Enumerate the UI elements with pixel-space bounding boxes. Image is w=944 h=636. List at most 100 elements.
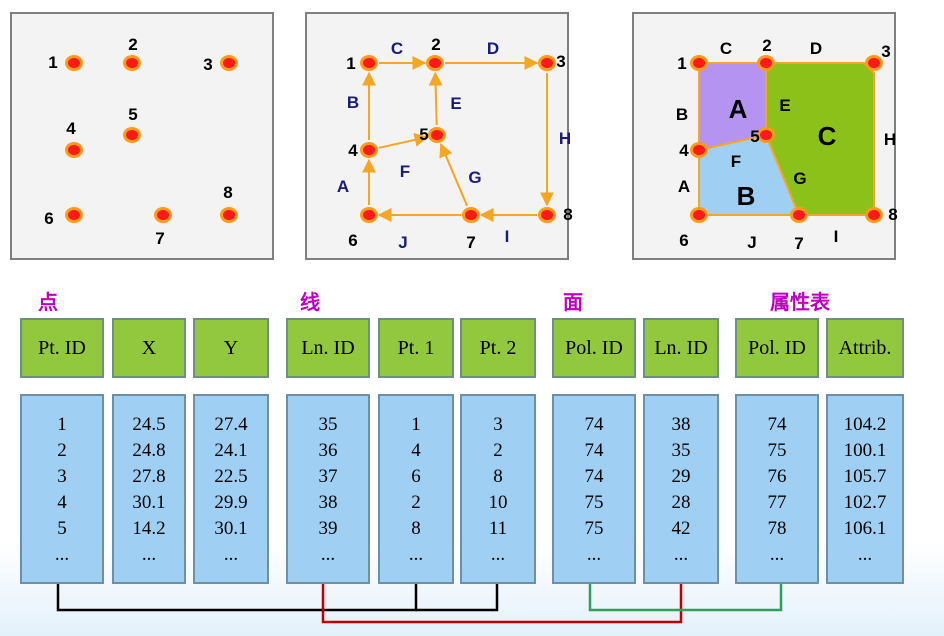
section-title-point: 点 [38,290,58,314]
line-label-F: F [731,152,741,171]
point-2 [757,55,775,71]
header-pol-id-2: Pol. ID [735,318,819,378]
cell: 14.2 [132,518,166,539]
cell: 30.1 [132,492,166,513]
point-5 [123,127,141,143]
cell: 106.1 [843,518,887,539]
point-label-7: 7 [155,229,164,248]
cell: 76 [767,466,787,487]
line-label-D: D [810,39,822,58]
point-label-4: 4 [348,141,358,160]
cell: 30.1 [214,518,248,539]
column-pt-2: 3 2 8 10 11 ... [460,394,536,584]
cell: ... [54,544,70,565]
point-label-7: 7 [794,234,803,253]
point-8 [220,207,238,223]
cell: 8 [493,466,503,487]
section-title-face: 面 [563,290,583,314]
cell: 3 [57,466,67,487]
line-label-A: A [678,177,690,196]
point-label-1: 1 [48,53,57,72]
cell: 39 [318,518,338,539]
cell: 11 [488,518,508,539]
line-label-E: E [779,96,790,115]
polygon-label-B: B [737,181,756,211]
header-pt-2: Pt. 2 [460,318,536,378]
line-label-J: J [747,233,756,252]
cell: 102.7 [843,492,887,513]
line-label-B: B [347,93,359,112]
column-attrib: 104.2 100.1 105.7 102.7 106.1 ... [826,394,904,584]
cell: 27.4 [214,414,248,435]
column-pol-id: 74 74 74 75 75 ... [552,394,636,584]
line-label-F: F [400,162,410,181]
header-ln-id: Ln. ID [286,318,370,378]
point-label-5: 5 [419,125,428,144]
point-label-5: 5 [750,127,759,146]
line-E [428,71,443,126]
line-label-E: E [450,94,461,113]
point-label-2: 2 [128,35,137,54]
cell: 24.8 [132,440,166,461]
line-label-D: D [487,39,499,58]
header-pol-id: Pol. ID [552,318,636,378]
point-3 [220,55,238,71]
line-label-J: J [398,233,407,252]
point-4 [360,142,378,158]
point-3 [538,55,556,71]
point-label-6: 6 [44,209,53,228]
point-1 [690,55,708,71]
cell: ... [408,544,424,565]
cell: 38 [671,414,691,435]
cell: ... [320,544,336,565]
cell: ... [857,544,873,565]
cell: 1 [411,414,421,435]
cell: 24.5 [132,414,166,435]
cell: 104.2 [843,414,887,435]
point-label-8: 8 [223,183,232,202]
header-pt-id: Pt. ID [20,318,104,378]
header-y: Y [193,318,269,378]
point-5 [757,127,775,143]
cell: 105.7 [843,466,887,487]
point-label-3: 3 [203,55,212,74]
cell: 27.8 [132,466,166,487]
cell: 4 [411,440,421,461]
cell: 37 [318,466,338,487]
point-4 [65,142,83,158]
point-label-5: 5 [128,105,137,124]
section-title-attribute-table: 属性表 [770,290,830,314]
point-2 [426,55,444,71]
column-pt-id: 1 2 3 4 5 ... [20,394,104,584]
cell: 29.9 [214,492,248,513]
cell: 8 [411,518,421,539]
cell: 75 [584,518,604,539]
polygon-label-C: C [818,121,837,151]
cell: 35 [318,414,338,435]
cell: 74 [767,414,787,435]
cell: 100.1 [843,440,887,461]
cell: ... [223,544,239,565]
section-title-line: 线 [300,290,320,314]
cell: 75 [584,492,604,513]
line-label-I: I [834,227,839,246]
header-attrib: Attrib. [826,318,904,378]
point-label-2: 2 [762,36,771,55]
line-label-A: A [337,177,349,196]
point-4 [690,142,708,158]
cell: 78 [767,518,787,539]
line-label-H: H [884,130,896,149]
header-ln-id-2: Ln. ID [643,318,719,378]
point-label-4: 4 [679,141,689,160]
point-7 [790,207,808,223]
point-1 [65,55,83,71]
line-label-B: B [676,105,688,124]
point-6 [690,207,708,223]
cell: ... [769,544,785,565]
point-6 [360,207,378,223]
point-label-8: 8 [563,205,572,224]
column-pt-1: 1 4 6 2 8 ... [378,394,454,584]
